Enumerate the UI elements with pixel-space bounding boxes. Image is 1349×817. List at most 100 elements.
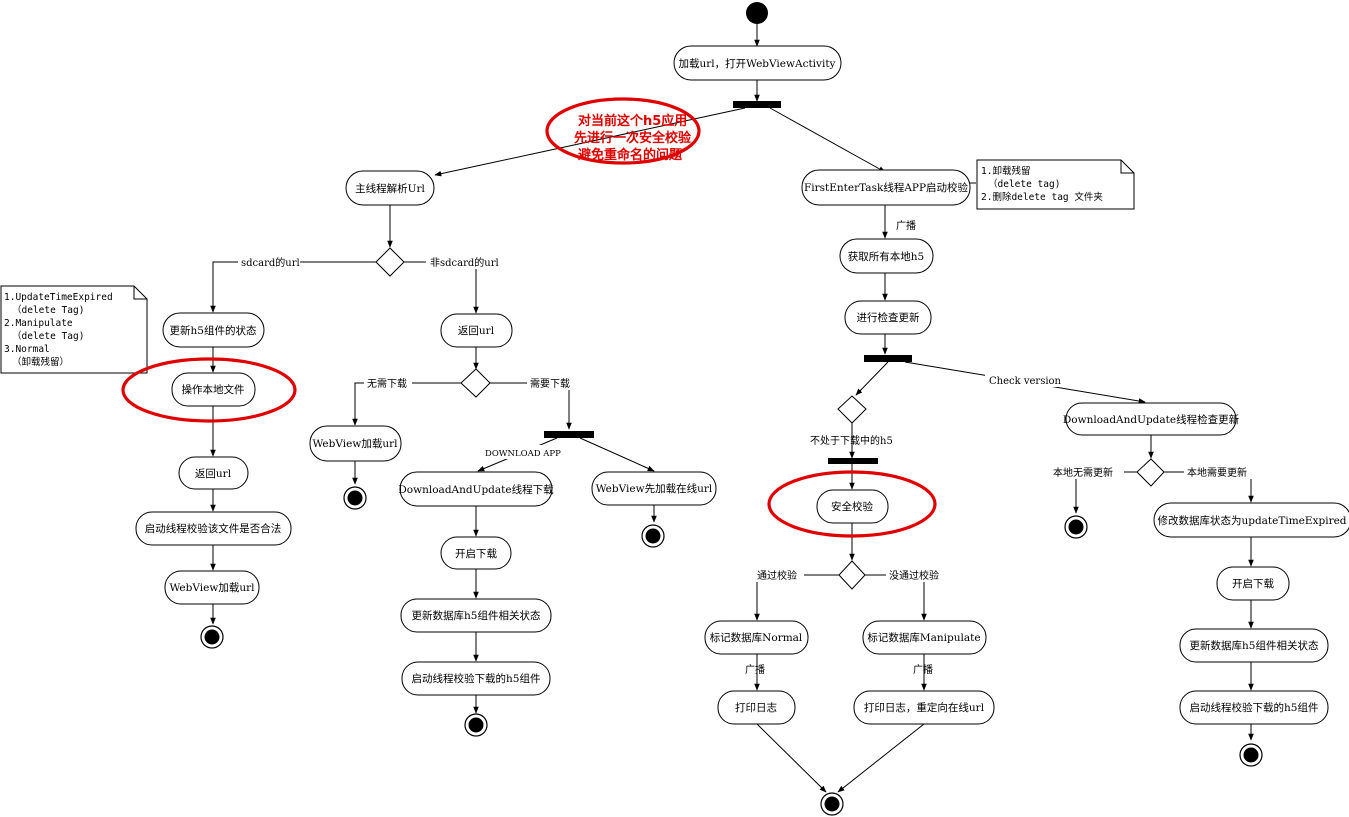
activity-label: 标记数据库Manipulate [867, 631, 980, 644]
activity-label: WebView加载url [313, 438, 399, 450]
note-right: 1.卸载残留 （delete tag) 2.删除delete tag 文件夹 [976, 159, 1135, 210]
activity-start-check-download-right: 启动线程校验下载的h5组件 [1179, 690, 1329, 725]
edge-label: 广播 [913, 663, 933, 676]
activity-update-db-mid: 更新数据库h5组件相关状态 [400, 598, 552, 633]
final-node [343, 486, 367, 510]
edge-label: sdcard的url [241, 256, 300, 269]
activity-label: 获取所有本地h5 [848, 250, 924, 263]
activity-webview-load-mid: WebView加载url [309, 425, 402, 462]
activity-label: 启动线程校验下载的h5组件 [412, 672, 541, 685]
decision-node [460, 368, 491, 398]
final-node [1064, 515, 1088, 539]
activity-modify-db-state: 修改数据库状态为updateTimeExpired [1153, 502, 1349, 538]
activity-label: FirstEnterTask线程APP启动校验 [804, 181, 969, 194]
activity-webview-load-left: WebView加载url [164, 570, 260, 605]
activity-label: 标记数据库Normal [710, 631, 803, 644]
final-node [641, 524, 665, 548]
activity-mark-manipulate: 标记数据库Manipulate [862, 620, 987, 655]
activity-first-enter: FirstEnterTask线程APP启动校验 [801, 169, 971, 206]
activity-return-url-mid: 返回url [440, 313, 513, 348]
edge-label: 本地需要更新 [1187, 466, 1247, 479]
activity-label: 进行检查更新 [857, 311, 920, 324]
activity-update-h5-state: 更新h5组件的状态 [162, 312, 265, 348]
activity-label: WebView先加载在线url [596, 482, 713, 495]
activity-start-check-download-mid: 启动线程校验下载的h5组件 [401, 661, 551, 696]
fork-bar [828, 458, 878, 464]
activity-security-check: 安全校验 [816, 489, 889, 524]
annotation-line: 对当前这个h5应用 [578, 113, 687, 129]
activity-download-update-check: DownloadAndUpdate线程检查更新 [1063, 402, 1240, 436]
activity-download-thread: DownloadAndUpdate线程下载 [398, 471, 554, 507]
edge-label: 广播 [745, 663, 765, 676]
activity-get-local-h5: 获取所有本地h5 [839, 238, 934, 274]
activity-label: 更新数据库h5组件相关状态 [412, 609, 541, 622]
edge-label: 没通过校验 [889, 569, 939, 582]
note-line: 2.Manipulate [4, 318, 73, 329]
edge-label: 非sdcard的url [430, 256, 499, 269]
decision-node [1136, 458, 1165, 487]
edge-label: 通过校验 [757, 569, 797, 582]
activity-main-parse: 主线程解析Url [345, 170, 435, 206]
activity-update-db-right: 更新数据库h5组件相关状态 [1179, 628, 1329, 663]
note-line: 1.卸载残留 [981, 165, 1030, 177]
activity-load-url: 加载url，打开WebViewActivity [673, 45, 842, 81]
fork-bar [864, 355, 912, 362]
activity-check-update: 进行检查更新 [844, 300, 932, 335]
note-left: 1.UpdateTimeExpired （delete Tag) 2.Manip… [0, 285, 148, 374]
activity-operate-local-file: 操作本地文件 [171, 372, 256, 407]
edge-label: Check version [989, 376, 1062, 387]
annotation-line: 先进行一次安全校验 [574, 130, 692, 146]
final-node [464, 713, 488, 737]
activity-webview-first-online: WebView先加载在线url [591, 471, 717, 506]
activity-mark-normal: 标记数据库Normal [704, 620, 809, 655]
activity-label: 启动线程校验该文件是否合法 [145, 522, 282, 535]
note-line: （卸载残留） [12, 356, 69, 368]
highlight-ellipse [545, 97, 701, 165]
highlight-ellipse [121, 357, 297, 423]
note-line: （delete Tag) [12, 304, 84, 316]
decision-node [837, 395, 867, 424]
activity-label: 打印日志，重定向在线url [864, 701, 985, 714]
final-node [1239, 743, 1263, 767]
activity-return-url-left: 返回url [178, 456, 249, 490]
edge-label: 需要下载 [530, 378, 570, 390]
activity-print-log: 打印日志 [717, 690, 796, 725]
fork-bar [544, 431, 594, 438]
edge-label: 无需下载 [367, 378, 407, 390]
activity-label: 修改数据库状态为updateTimeExpired [1157, 514, 1346, 527]
activity-label: 主线程解析Url [355, 182, 425, 195]
activity-label: DownloadAndUpdate线程检查更新 [1063, 413, 1240, 426]
note-line: （delete tag) [988, 178, 1060, 190]
fork-bar [733, 101, 781, 108]
activity-start-check-file: 启动线程校验该文件是否合法 [135, 511, 292, 546]
activity-label: DownloadAndUpdate线程下载 [398, 483, 554, 496]
note-line: 2.删除delete tag 文件夹 [981, 191, 1103, 203]
activity-label: 返回url [458, 325, 495, 337]
activity-label: 操作本地文件 [182, 383, 245, 396]
note-line: 3.Normal [4, 344, 50, 355]
activity-start-download-right: 开启下载 [1216, 566, 1290, 601]
edge-label: 本地无需更新 [1053, 466, 1113, 479]
final-node [820, 792, 844, 816]
note-line: （delete Tag) [12, 330, 84, 342]
edge-label: 广播 [896, 219, 916, 232]
highlight-ellipse [767, 470, 937, 538]
decision-node [375, 247, 405, 277]
activity-label: 打印日志 [735, 701, 777, 714]
activity-label: 开启下载 [1232, 577, 1274, 590]
final-node [200, 625, 224, 649]
activity-label: 更新数据库h5组件相关状态 [1190, 639, 1319, 652]
activity-label: 开启下载 [455, 547, 497, 560]
activity-print-log-redirect: 打印日志，重定向在线url [853, 690, 995, 725]
initial-node [746, 2, 768, 24]
edge-label: DOWNLOAD APP [485, 449, 561, 459]
activity-label: 返回url [195, 468, 232, 480]
activity-label: 加载url，打开WebViewActivity [679, 57, 836, 70]
activity-label: 更新h5组件的状态 [170, 324, 257, 337]
activity-start-download-mid: 开启下载 [440, 536, 512, 570]
activity-label: 启动线程校验下载的h5组件 [1190, 701, 1319, 714]
activity-label: 安全校验 [831, 500, 873, 513]
note-line: 1.UpdateTimeExpired [4, 292, 113, 303]
activity-label: WebView加载url [170, 582, 256, 594]
